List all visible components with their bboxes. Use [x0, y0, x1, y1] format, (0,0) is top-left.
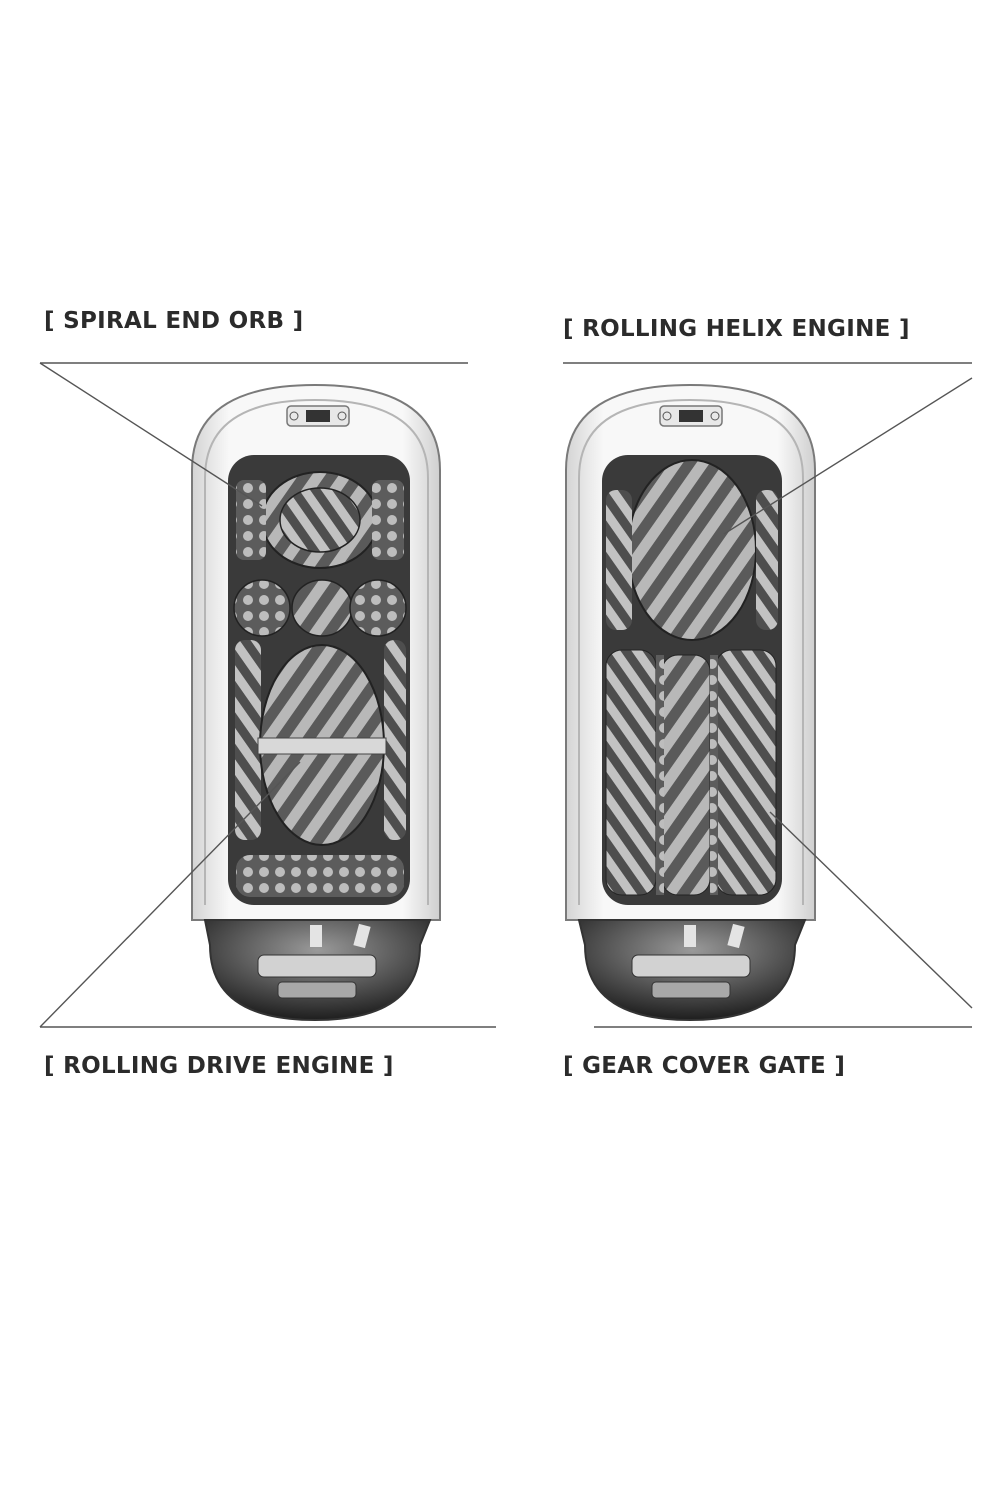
callout-lines: [39, 362, 973, 1028]
label-rolling-drive-engine: [ ROLLING DRIVE ENGINE ]: [44, 1053, 394, 1079]
right-unit: [565, 383, 816, 1022]
label-spiral-end-orb: [ SPIRAL END ORB ]: [44, 308, 304, 334]
left-unit: [191, 383, 441, 1022]
label-rolling-helix-engine: [ ROLLING HELIX ENGINE ]: [563, 316, 910, 342]
label-gear-cover-gate: [ GEAR COVER GATE ]: [563, 1053, 846, 1079]
